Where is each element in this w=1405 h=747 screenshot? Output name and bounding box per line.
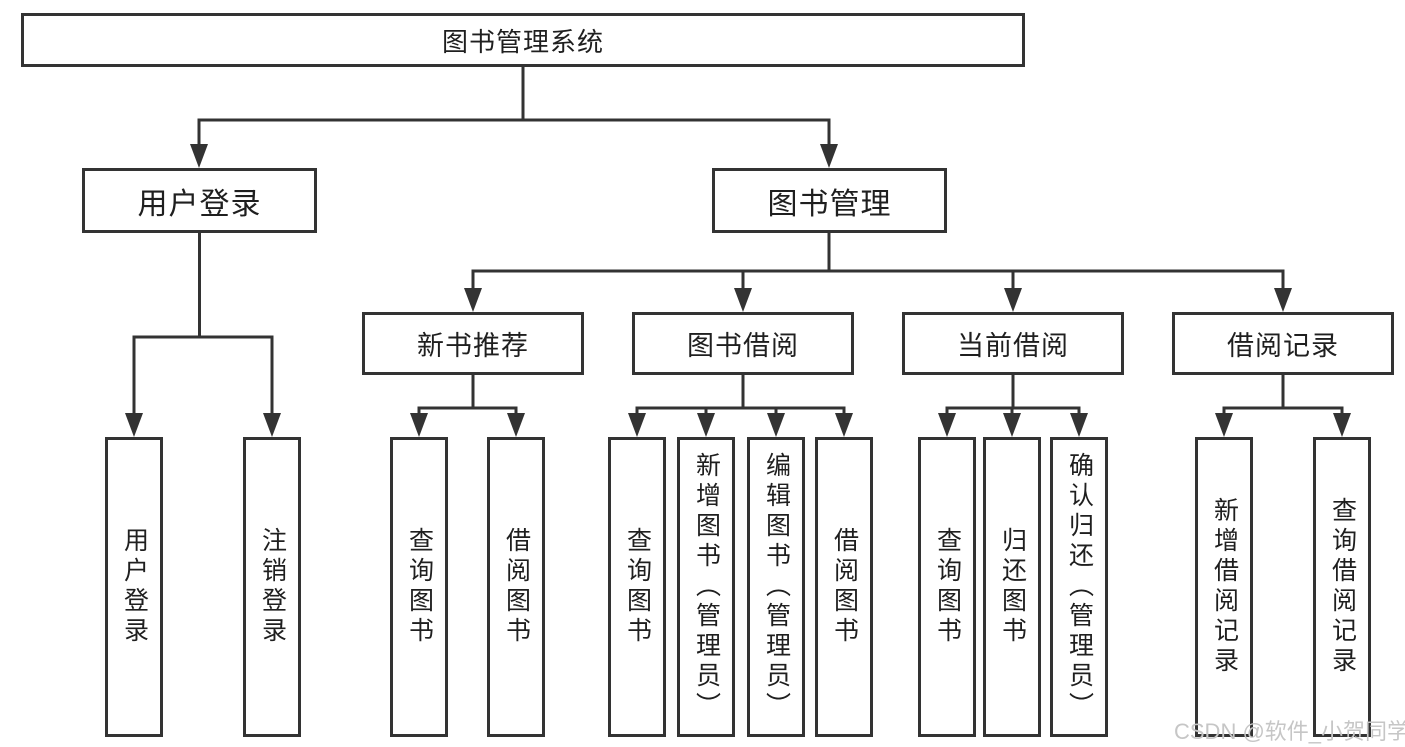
leaf-confirm-return-admin: 确认归还（管理员） [1050, 437, 1108, 737]
leaf-add-borrow-record: 新增借阅记录 [1195, 437, 1253, 737]
leaf-query-books-recommend: 查询图书 [390, 437, 448, 737]
leaf-edit-book-admin: 编辑图书（管理员） [747, 437, 805, 737]
leaf-query-borrow-record: 查询借阅记录 [1313, 437, 1371, 737]
leaf-add-book-admin: 新增图书（管理员） [677, 437, 735, 737]
leaf-user-login: 用户登录 [105, 437, 163, 737]
leaf-return-books: 归还图书 [983, 437, 1041, 737]
leaf-query-books-current: 查询图书 [918, 437, 976, 737]
leaf-borrow-books-recommend: 借阅图书 [487, 437, 545, 737]
node-current-borrowing: 当前借阅 [902, 312, 1124, 375]
node-book-management: 图书管理 [712, 168, 947, 233]
leaf-logout: 注销登录 [243, 437, 301, 737]
node-user-login: 用户登录 [82, 168, 317, 233]
node-book-borrowing: 图书借阅 [632, 312, 854, 375]
node-library-management-system: 图书管理系统 [21, 13, 1025, 67]
watermark: CSDN @软件_小贺同学 [1174, 719, 1405, 744]
node-borrowing-records: 借阅记录 [1172, 312, 1394, 375]
leaf-borrow-books-borrowing: 借阅图书 [815, 437, 873, 737]
node-new-book-recommendation: 新书推荐 [362, 312, 584, 375]
leaf-query-books-borrowing: 查询图书 [608, 437, 666, 737]
